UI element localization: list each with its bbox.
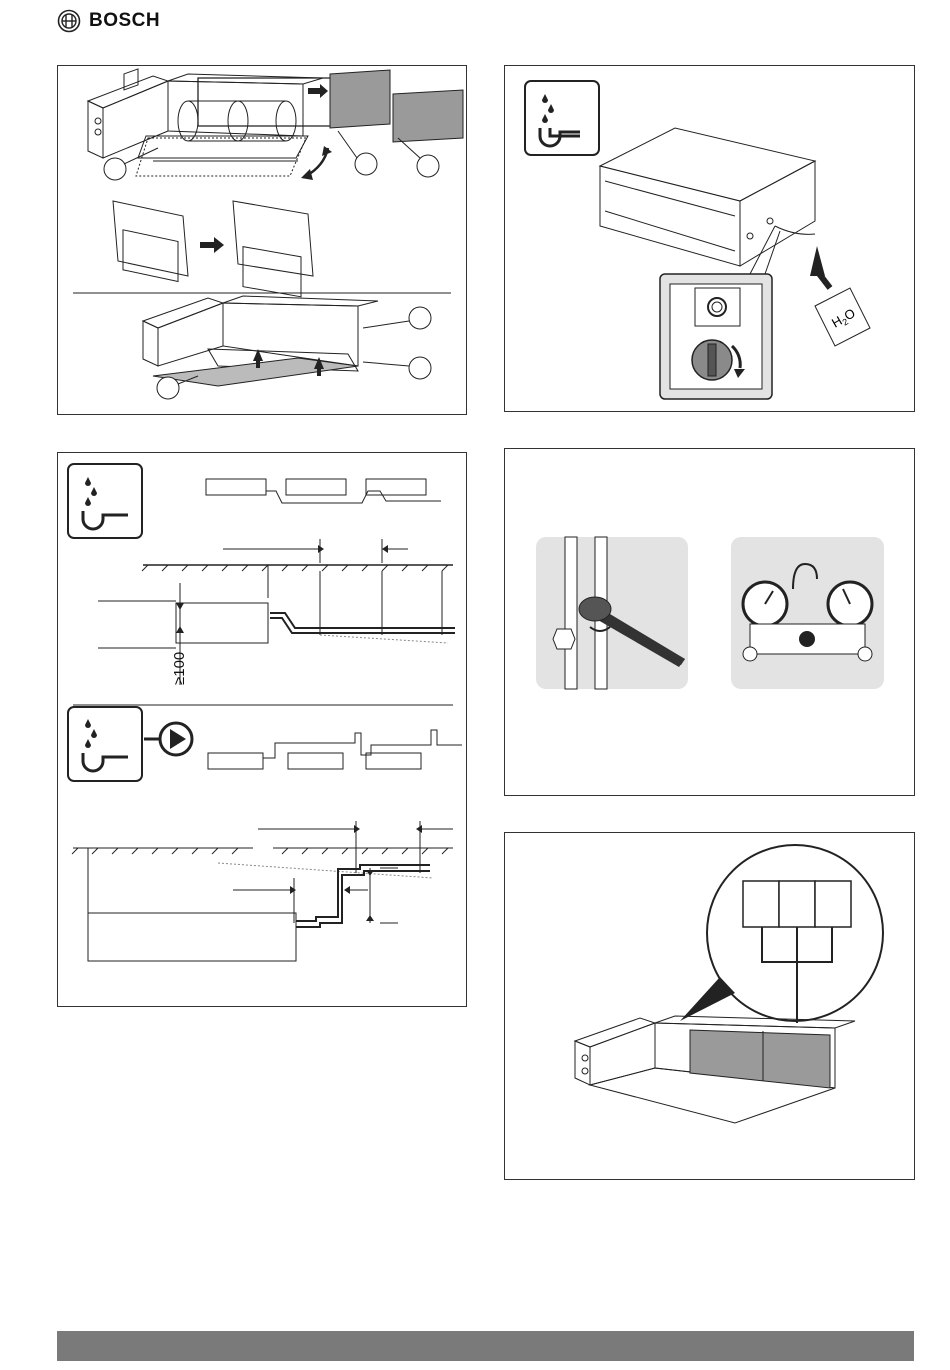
footer-bar	[57, 1331, 914, 1361]
figure-refrigerant-connection	[504, 448, 915, 796]
figure-filter-replacement	[57, 65, 467, 415]
filter-replacement-illustration	[58, 66, 466, 414]
figure-drain-installation: ≥100	[57, 452, 467, 1007]
drain-test-illustration: H2O	[505, 66, 914, 411]
figure-wiring-detail	[504, 832, 915, 1180]
figure-drain-test: H2O	[504, 65, 915, 412]
bosch-armature-icon	[57, 9, 81, 33]
drain-installation-illustration	[58, 453, 466, 1006]
wiring-detail-illustration	[505, 833, 914, 1179]
brand-logo: BOSCH	[57, 6, 160, 36]
brand-name: BOSCH	[89, 10, 160, 32]
min-clearance-label: ≥100	[171, 652, 188, 685]
refrigerant-connection-illustration	[505, 449, 914, 795]
